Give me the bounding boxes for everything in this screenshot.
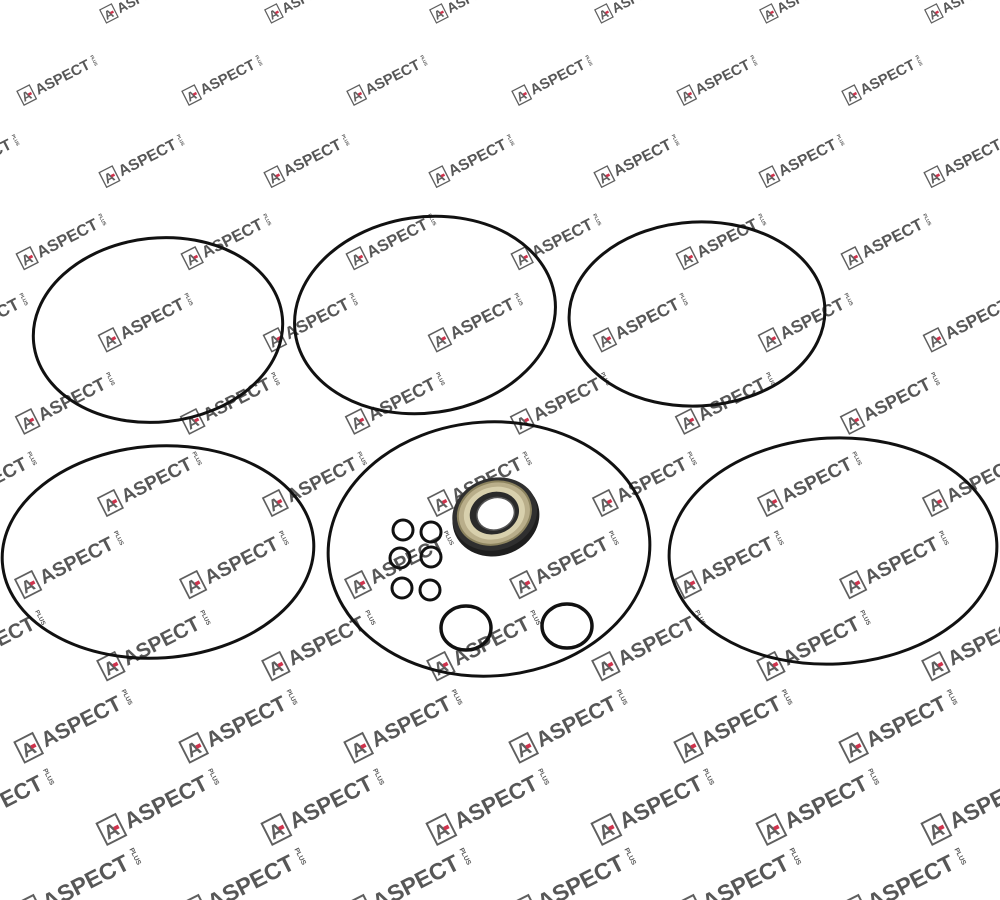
watermark-sub-text: PLUS — [176, 133, 186, 146]
watermark-sub-text: PLUS — [513, 292, 525, 307]
watermark-sub-text: PLUS — [843, 292, 855, 307]
large-o-ring — [31, 236, 285, 424]
watermark-sub-text: PLUS — [591, 213, 603, 228]
shaft-seal — [452, 477, 540, 557]
watermark-sub-text: PLUS — [671, 133, 681, 146]
seal-kit — [0, 214, 999, 678]
large-o-ring — [326, 420, 652, 678]
watermark-sub-text: PLUS — [89, 54, 99, 67]
small-o-ring — [388, 546, 412, 570]
watermark-sub-text: PLUS — [18, 292, 30, 307]
small-o-ring — [391, 518, 415, 542]
watermark-sub-text: PLUS — [419, 54, 429, 67]
watermark-sub-text: PLUS — [584, 54, 594, 67]
watermark-sub-text: PLUS — [269, 371, 281, 387]
small-o-ring — [418, 578, 442, 602]
watermark-sub-text: PLUS — [921, 213, 933, 228]
watermark-sub-text: PLUS — [914, 54, 924, 67]
watermark-sub-text: PLUS — [434, 371, 446, 387]
large-o-ring — [567, 220, 827, 408]
medium-o-ring — [439, 604, 493, 652]
watermark-sub-text: PLUS — [506, 133, 516, 146]
watermark-sub-text: PLUS — [96, 213, 108, 228]
watermark-sub-text: PLUS — [836, 133, 846, 146]
large-o-ring — [0, 444, 316, 660]
watermark-sub-text: PLUS — [183, 292, 195, 307]
large-o-ring — [293, 214, 557, 416]
medium-o-ring — [540, 602, 594, 650]
watermark-sub-text: PLUS — [11, 133, 21, 146]
watermark-sub-text: PLUS — [261, 213, 273, 228]
small-o-ring — [419, 545, 443, 569]
watermark-sub-text: PLUS — [104, 371, 116, 387]
watermark-sub-text: PLUS — [678, 292, 690, 307]
watermark-sub-text: PLUS — [341, 133, 351, 146]
watermark-sub-text: PLUS — [348, 292, 360, 307]
small-o-ring — [390, 576, 414, 600]
watermark-sub-text: PLUS — [426, 213, 438, 228]
watermark-sub-text: PLUS — [764, 371, 776, 387]
large-o-ring — [667, 436, 999, 666]
watermark-sub-text: PLUS — [756, 213, 768, 228]
watermark-sub-text: PLUS — [254, 54, 264, 67]
watermark-sub-text: PLUS — [929, 371, 941, 387]
small-o-ring — [419, 520, 443, 544]
watermark-sub-text: PLUS — [749, 54, 759, 67]
